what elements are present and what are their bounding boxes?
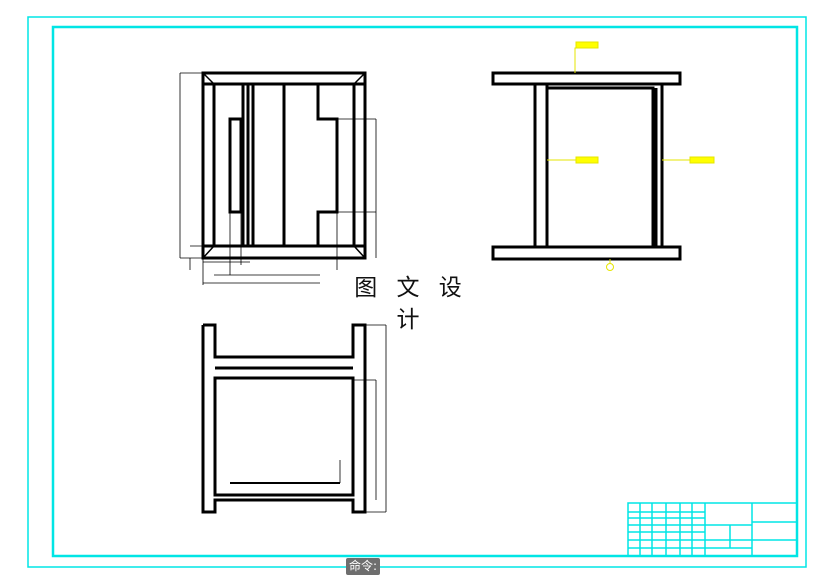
title-block	[627, 502, 798, 557]
side-view[interactable]	[491, 71, 682, 261]
side-view-annotations	[547, 41, 715, 271]
front-view[interactable]	[179, 71, 377, 285]
top-view[interactable]	[201, 323, 387, 514]
inner-border	[51, 25, 799, 558]
watermark-text: 图 文 设 计	[336, 272, 486, 333]
outer-border	[27, 16, 807, 568]
command-line-prompt[interactable]: 命令:	[346, 558, 381, 575]
